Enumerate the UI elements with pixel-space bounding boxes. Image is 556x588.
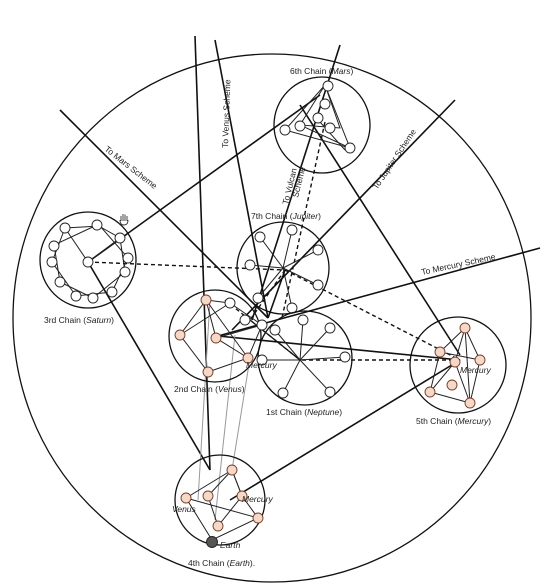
- label-chain-1: 1st Chain (Neptune): [266, 407, 342, 417]
- label-earth-c4: Earth: [220, 540, 241, 550]
- label-mercury-c4: Mercury: [242, 494, 273, 504]
- chain-1-neptune: [256, 310, 353, 406]
- label-chain-4: 4th Chain (Earth).: [188, 558, 255, 568]
- label-mercury-c2: Mercury: [246, 360, 277, 370]
- dashed-connections: [87, 121, 461, 361]
- chain-3-saturn: [39, 211, 137, 309]
- label-venus-c4: Venus: [172, 504, 197, 514]
- label-chain-6: 6th Chain (Mars): [290, 66, 353, 76]
- label-mercury-scheme: To Mercury Scheme: [420, 251, 496, 277]
- label-chain-3: 3rd Chain (Saturn): [44, 315, 114, 325]
- chain-5-mercury: [409, 316, 507, 414]
- grey-connections: [197, 299, 251, 521]
- label-chain-2: 2nd Chain (Venus): [174, 384, 245, 394]
- label-chain-5: 5th Chain (Mercury): [416, 416, 491, 426]
- label-mercury-c5: Mercury: [460, 365, 491, 375]
- scheme-lines: [59, 35, 541, 501]
- outer-scheme-circle: [12, 53, 532, 583]
- chain-2-venus: [168, 289, 268, 383]
- hand-cursor-icon: [119, 214, 129, 226]
- chain-4-earth: [174, 454, 266, 548]
- label-jupiter-scheme: To Jupiter Scheme: [370, 127, 418, 191]
- chain-6-mars: [273, 76, 371, 174]
- chain-7-jupiter: [236, 221, 330, 315]
- label-venus-scheme: To Venus Scheme: [220, 79, 232, 148]
- label-chain-7: 7th Chain (Jupiter): [251, 211, 321, 221]
- label-mars-scheme: To Mars Scheme: [103, 144, 160, 191]
- earth-globe: [206, 536, 218, 548]
